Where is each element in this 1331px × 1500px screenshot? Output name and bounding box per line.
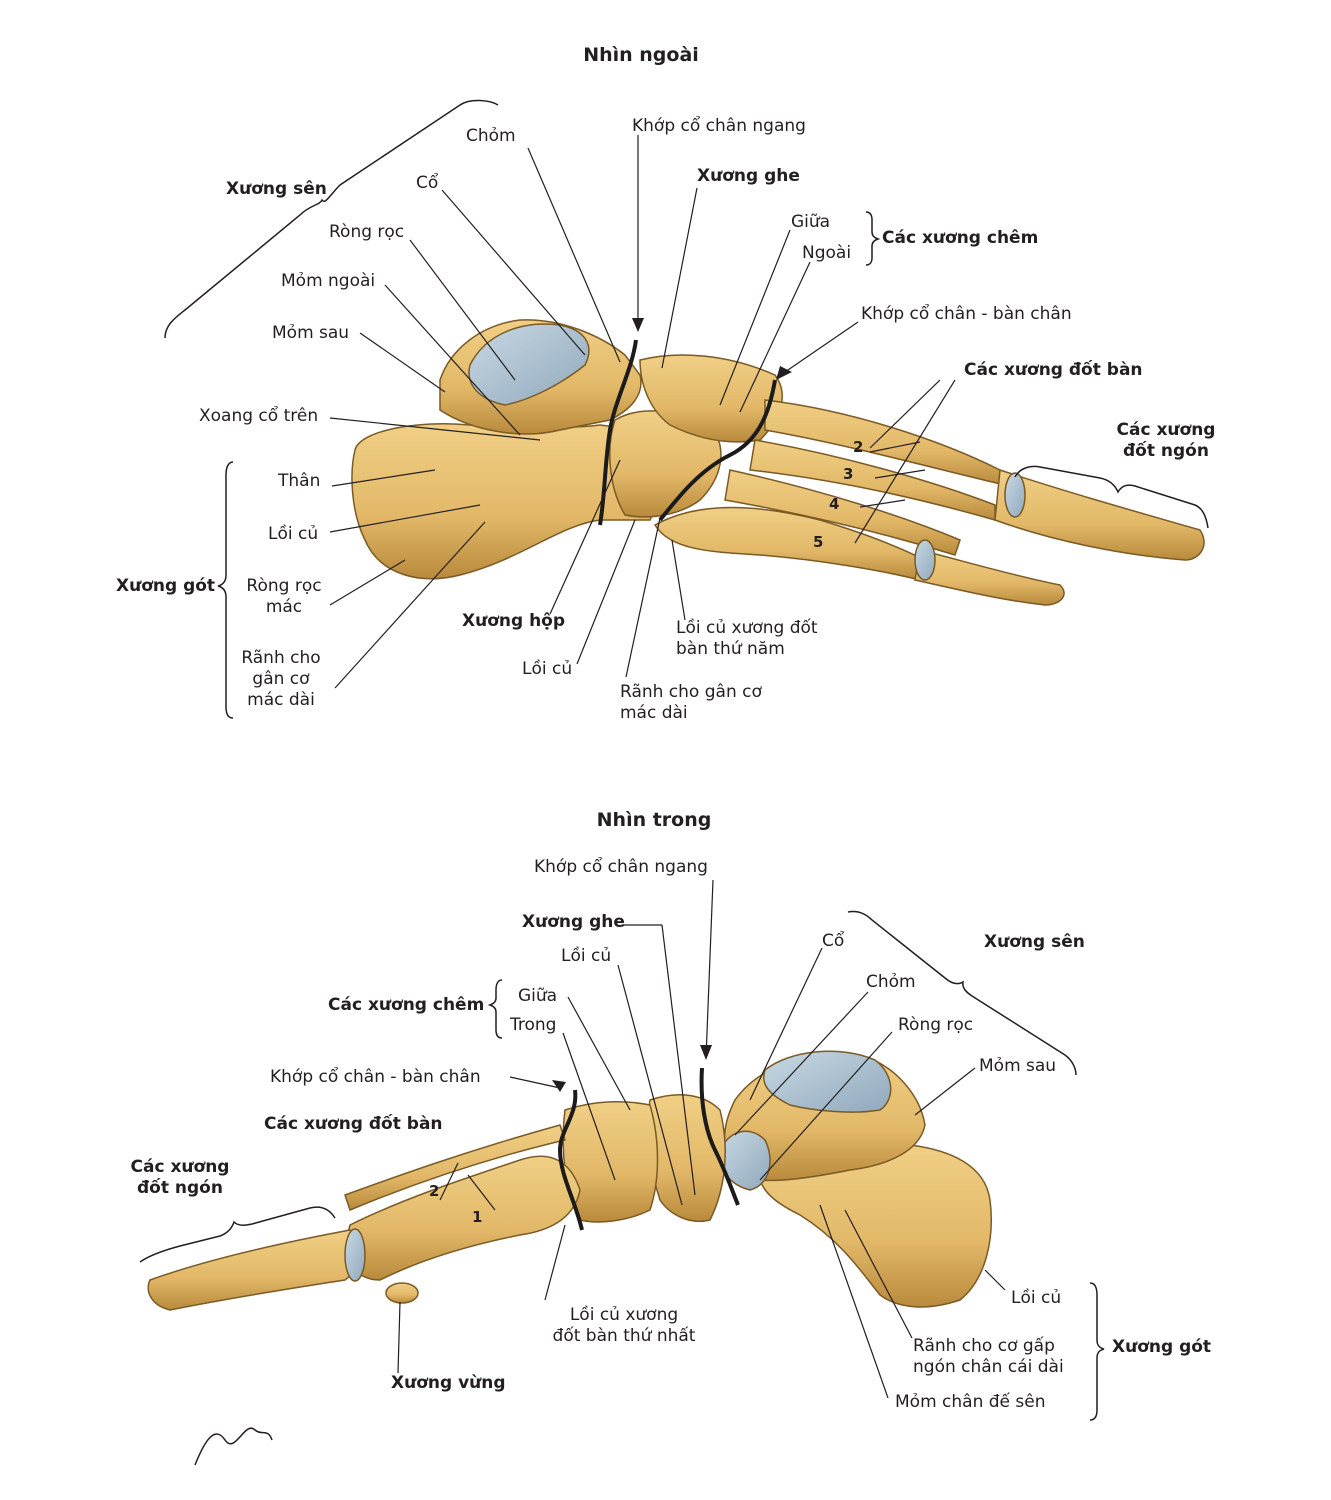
medial-tarsometatarsal-joint-label: Khớp cổ chân - bàn chân <box>270 1067 481 1087</box>
lateral-tarsometatarsal-joint-line <box>658 379 777 522</box>
medial-sesamoid <box>385 1282 419 1304</box>
medial-arrowhead-transverse <box>700 1045 712 1060</box>
lateral-phalanges-short <box>914 549 1065 606</box>
lateral-metatarsal-4 <box>724 469 961 556</box>
lateral-leader-lines <box>329 135 956 689</box>
artist-signature <box>194 1427 273 1466</box>
lateral-metatarsal-number-2: 2 <box>853 438 864 456</box>
medial-transverse-tarsal-joint-line <box>699 1067 740 1206</box>
lateral-phalanges-long <box>994 468 1205 561</box>
lateral-navicular-cuneiforms <box>639 354 783 443</box>
lateral-arrowhead-tarsometatarsal <box>776 366 792 380</box>
lateral-fifth-metatarsal-tuberosity-label: Lồi củ xương đốt bàn thứ năm <box>676 618 818 659</box>
lateral-tuberosity-label: Lồi củ <box>268 524 319 544</box>
medial-sustentaculum-label: Mỏm chân đế sên <box>895 1392 1046 1412</box>
lateral-groove-fibularis-cuboid-label: Rãnh cho gân cơ mác dài <box>620 682 762 723</box>
lateral-cuneiform-intermediate-label: Giữa <box>791 212 831 232</box>
lateral-body-label: Thân <box>278 471 321 491</box>
medial-metatarsal-2 <box>344 1124 566 1212</box>
lateral-brackets <box>164 99 1209 719</box>
lateral-metatarsals-label: Các xương đốt bàn <box>964 360 1143 380</box>
lateral-trochlea-label: Ròng rọc <box>329 222 405 242</box>
medial-cuneiforms-label: Các xương chêm <box>328 995 485 1015</box>
medial-navicular-label: Xương ghe <box>522 912 625 932</box>
lateral-calcaneus-label: Xương gót <box>116 576 216 596</box>
medial-talus-trochlea <box>763 1050 892 1113</box>
medial-leader-lines <box>397 879 1006 1399</box>
medial-first-metatarsal-tuberosity-label: Lồi củ xương đốt bàn thứ nhất <box>552 1305 696 1346</box>
medial-brackets <box>139 910 1105 1421</box>
lateral-foot-bones <box>351 319 1205 606</box>
medial-calcaneus-label: Xương gót <box>1112 1337 1212 1357</box>
medial-tuberosity-label: Lồi củ <box>1011 1288 1062 1308</box>
medial-mtp-cartilage <box>344 1228 366 1282</box>
medial-neck-label: Cổ <box>822 931 845 951</box>
lateral-view-title: Nhìn ngoài <box>583 44 699 66</box>
lateral-posterior-process-label: Mỏm sau <box>272 323 350 343</box>
lateral-metatarsal-number-4: 4 <box>829 495 840 513</box>
lateral-metatarsal-number-5: 5 <box>813 533 824 551</box>
medial-cuneiform-medial-label: Trong <box>510 1015 557 1035</box>
medial-head-label: Chỏm <box>866 972 916 992</box>
lateral-arrowhead-transverse <box>632 318 644 332</box>
lateral-fibular-trochlea-label: Ròng rọc mác <box>246 576 322 617</box>
lateral-cuneiforms-label: Các xương chêm <box>882 228 1039 248</box>
medial-transverse-tarsal-joint-label: Khớp cổ chân ngang <box>534 857 708 877</box>
medial-phalanges <box>147 1229 358 1311</box>
medial-cuneiforms <box>562 1100 659 1223</box>
medial-view-title: Nhìn trong <box>596 809 712 831</box>
lateral-head-label: Chỏm <box>466 126 516 146</box>
lateral-groove-fibularis-calc-label: Rãnh cho gân cơ mác dài <box>241 648 321 710</box>
medial-groove-fhl-label: Rãnh cho cơ gấp ngón chân cái dài <box>913 1336 1064 1377</box>
lateral-cuboid-tuberosity-label: Lồi củ <box>522 659 573 679</box>
lateral-tarsal-sinus-label: Xoang cổ trên <box>199 406 319 426</box>
lateral-talus-label: Xương sên <box>226 179 327 199</box>
medial-navicular-tuberosity-label: Lồi củ <box>561 946 612 966</box>
medial-sesamoid-label: Xương vừng <box>391 1373 506 1393</box>
lateral-mtp-cartilage-1 <box>1004 472 1026 518</box>
lateral-navicular-label: Xương ghe <box>697 166 800 186</box>
lateral-cuboid-label: Xương hộp <box>462 611 566 631</box>
medial-metatarsals-label: Các xương đốt bàn <box>264 1114 443 1134</box>
medial-trochlea-label: Ròng rọc <box>898 1015 974 1035</box>
medial-metatarsal-number-1: 1 <box>472 1208 483 1226</box>
medial-arrowhead-tarsometatarsal <box>552 1080 566 1092</box>
medial-navicular <box>647 1094 726 1222</box>
medial-foot-bones <box>147 1050 992 1311</box>
lateral-tarsometatarsal-joint-label: Khớp cổ chân - bàn chân <box>861 304 1072 324</box>
lateral-transverse-tarsal-joint-label: Khớp cổ chân ngang <box>632 116 806 136</box>
lateral-cuneiform-lateral-label: Ngoài <box>802 243 852 263</box>
lateral-metatarsal-number-3: 3 <box>843 465 854 483</box>
medial-talus-label: Xương sên <box>984 932 1085 952</box>
lateral-phalanges-label: Các xương đốt ngón <box>1116 420 1216 461</box>
medial-metatarsal-number-2: 2 <box>429 1182 440 1200</box>
medial-tarsometatarsal-joint-line <box>557 1089 584 1231</box>
lateral-mtp-cartilage-2 <box>914 539 936 581</box>
medial-posterior-process-label: Mỏm sau <box>979 1056 1057 1076</box>
lateral-neck-label: Cổ <box>416 173 439 193</box>
medial-metatarsal-1 <box>346 1155 581 1281</box>
medial-cuneiform-intermediate-label: Giữa <box>518 986 558 1006</box>
medial-phalanges-label: Các xương đốt ngón <box>130 1157 230 1198</box>
lateral-lateral-process-label: Mỏm ngoài <box>281 271 376 291</box>
